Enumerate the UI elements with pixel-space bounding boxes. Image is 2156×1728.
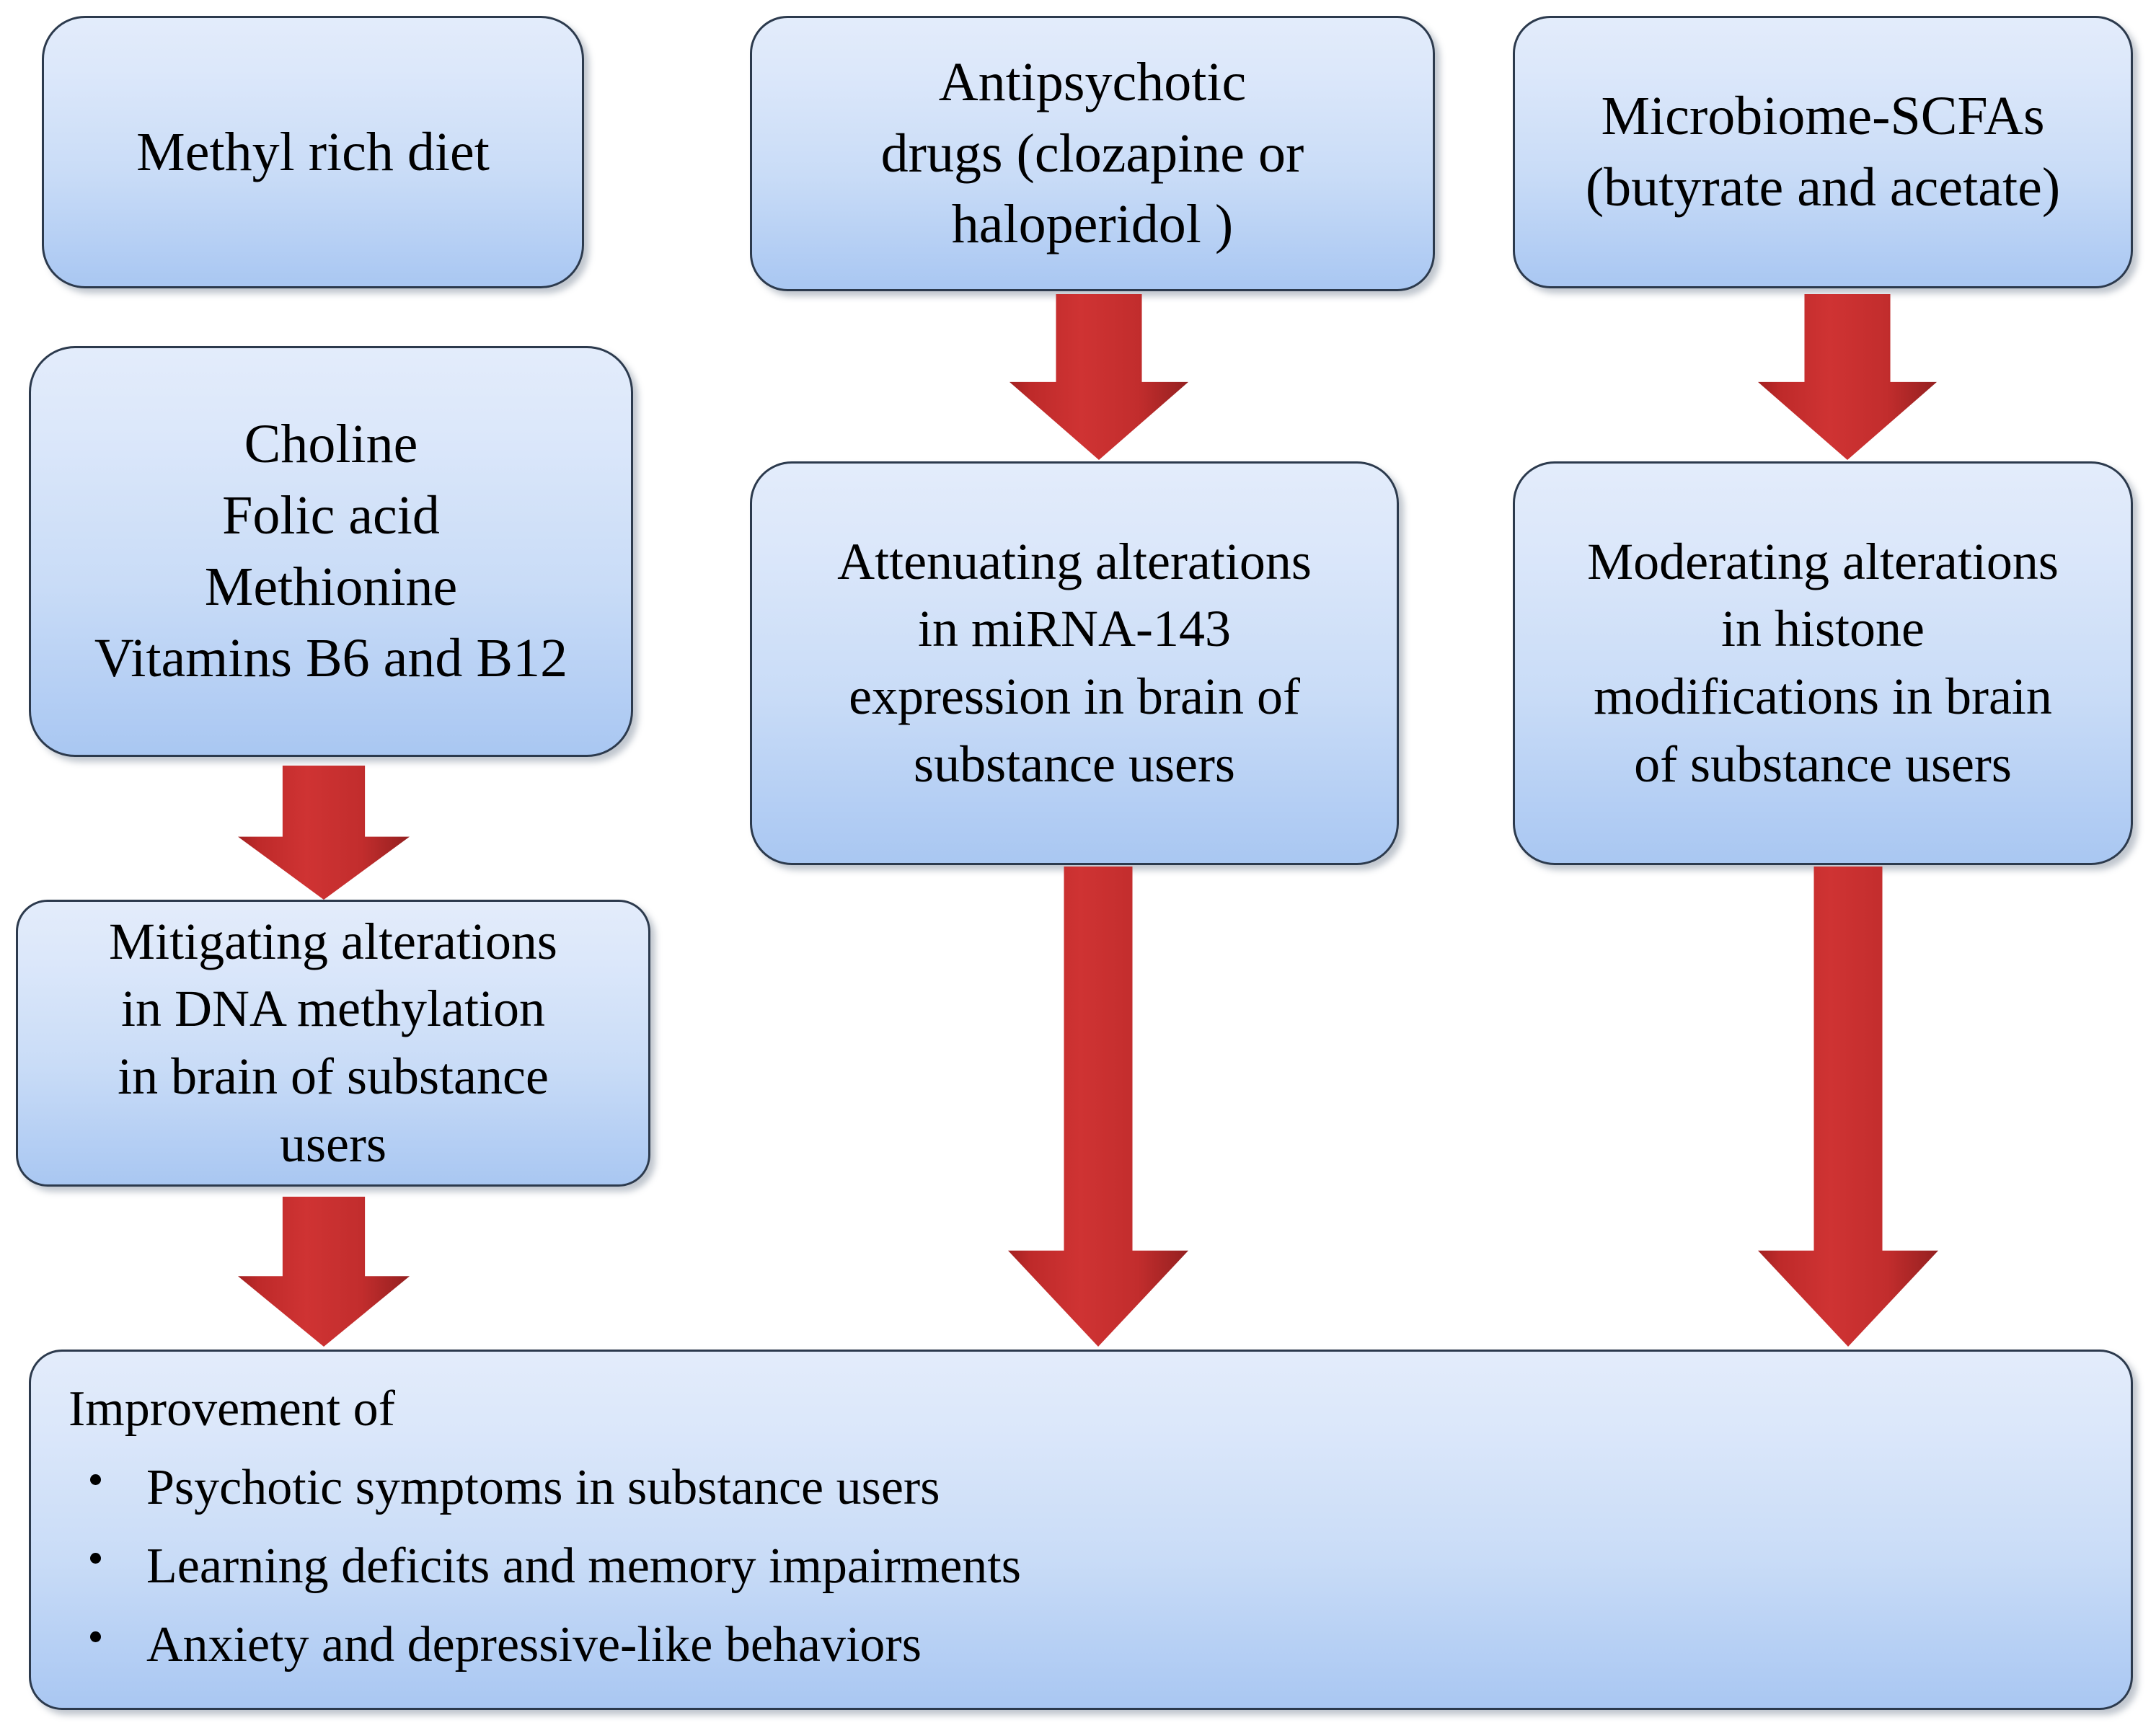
text-line: Moderating alterations: [1587, 532, 2059, 590]
arrow-down-histone-to-improvement: [1758, 867, 1938, 1347]
text-line: expression in brain of: [849, 668, 1300, 725]
node-histone-modifications-text: Moderating alterations in histone modifi…: [1532, 528, 2113, 798]
text-line: drugs (clozapine or: [880, 123, 1304, 184]
list-item: Anxiety and depressive-like behaviors: [69, 1612, 2099, 1678]
text-line: (butyrate and acetate): [1585, 157, 2061, 218]
node-methyl-rich-diet: Methyl rich diet: [42, 16, 584, 288]
arrow-down-antipsychotic-to-mirna: [1009, 294, 1188, 460]
list-item-label: Psychotic symptoms in substance users: [146, 1460, 940, 1515]
list-item: Learning deficits and memory impairments: [69, 1533, 2099, 1599]
text-line: Attenuating alterations: [837, 532, 1312, 590]
text-line: Methionine: [204, 557, 458, 617]
improvement-heading: Improvement of: [69, 1381, 395, 1437]
arrow-down-methyl-donors-to-dna-methylation: [238, 766, 410, 900]
arrow-down-mirna-to-improvement: [1008, 867, 1188, 1347]
list-item-label: Anxiety and depressive-like behaviors: [146, 1617, 922, 1672]
text-line: in histone: [1721, 600, 1925, 658]
text-line: users: [280, 1115, 386, 1173]
node-antipsychotic-drugs: Antipsychotic drugs (clozapine or halope…: [750, 16, 1435, 291]
node-methyl-donors: Choline Folic acid Methionine Vitamins B…: [29, 346, 633, 757]
node-methyl-donors-text: Choline Folic acid Methionine Vitamins B…: [48, 409, 614, 694]
text-line: of substance users: [1634, 735, 2012, 793]
text-line: Antipsychotic: [938, 51, 1247, 112]
node-microbiome-scfas-text: Microbiome-SCFAs (butyrate and acetate): [1532, 81, 2113, 223]
arrow-down-microbiome-to-histone: [1758, 294, 1937, 460]
node-microbiome-scfas: Microbiome-SCFAs (butyrate and acetate): [1513, 16, 2133, 288]
text-line: Mitigating alterations: [109, 912, 557, 970]
text-line: Vitamins B6 and B12: [94, 627, 568, 688]
bullet-icon: [90, 1631, 101, 1642]
text-line: modifications in brain: [1594, 668, 2052, 725]
text-line: in DNA methylation: [121, 980, 545, 1038]
bullet-icon: [90, 1552, 101, 1564]
node-dna-methylation-alterations: Mitigating alterations in DNA methylatio…: [16, 900, 650, 1187]
text-line: Choline: [244, 414, 418, 475]
list-item-label: Learning deficits and memory impairments: [146, 1538, 1021, 1594]
node-mirna-143-alterations-text: Attenuating alterations in miRNA-143 exp…: [769, 528, 1379, 798]
arrow-down-dna-methylation-to-improvement: [238, 1197, 410, 1347]
bullet-icon: [90, 1474, 101, 1485]
text-line: Microbiome-SCFAs: [1601, 86, 2045, 147]
text-line: substance users: [914, 735, 1235, 793]
text-line: in brain of substance: [118, 1047, 549, 1105]
node-mirna-143-alterations: Attenuating alterations in miRNA-143 exp…: [750, 461, 1399, 865]
improvement-list: Psychotic symptoms in substance users Le…: [69, 1455, 2099, 1678]
text-line: Methyl rich diet: [136, 121, 490, 182]
node-methyl-rich-diet-text: Methyl rich diet: [61, 117, 565, 188]
node-improvement-outcomes: Improvement of Psychotic symptoms in sub…: [29, 1350, 2133, 1710]
node-antipsychotic-drugs-text: Antipsychotic drugs (clozapine or halope…: [769, 47, 1415, 260]
node-dna-methylation-alterations-text: Mitigating alterations in DNA methylatio…: [35, 908, 631, 1178]
text-line: Folic acid: [222, 485, 440, 546]
list-item: Psychotic symptoms in substance users: [69, 1455, 2099, 1520]
text-line: haloperidol ): [951, 194, 1234, 255]
node-histone-modifications: Moderating alterations in histone modifi…: [1513, 461, 2133, 865]
text-line: in miRNA-143: [917, 600, 1231, 658]
